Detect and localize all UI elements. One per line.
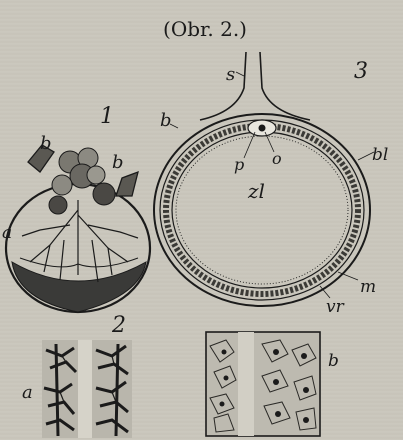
fig1-label-a: a xyxy=(2,223,12,243)
figure-caption: (Obr. 2.) xyxy=(163,17,247,41)
fig1-egg-drawing xyxy=(6,145,150,312)
fig3-label-o: o xyxy=(272,149,282,168)
fig3-label-bl: bl xyxy=(372,145,388,165)
fig3-label-p: p xyxy=(234,155,244,174)
fig1-label-b-right: b xyxy=(112,152,124,173)
fig1-label-b-left: b xyxy=(40,133,52,154)
fig3-label-b: b xyxy=(160,110,172,131)
fig2a-vessel-network xyxy=(42,340,132,438)
fig2-label-b: b xyxy=(328,351,339,371)
fig3-label-zl: zl xyxy=(247,179,265,203)
fig3-number: 3 xyxy=(354,59,368,84)
fig2-number: 2 xyxy=(111,313,126,338)
fig2-label-a: a xyxy=(22,382,33,403)
fig3-label-s: s xyxy=(226,64,235,85)
fig3-label-vr: vr xyxy=(326,297,345,317)
fig2b-cell-tissue xyxy=(206,332,320,436)
fig1-number: 1 xyxy=(100,104,114,129)
fig3-label-m: m xyxy=(360,277,376,297)
